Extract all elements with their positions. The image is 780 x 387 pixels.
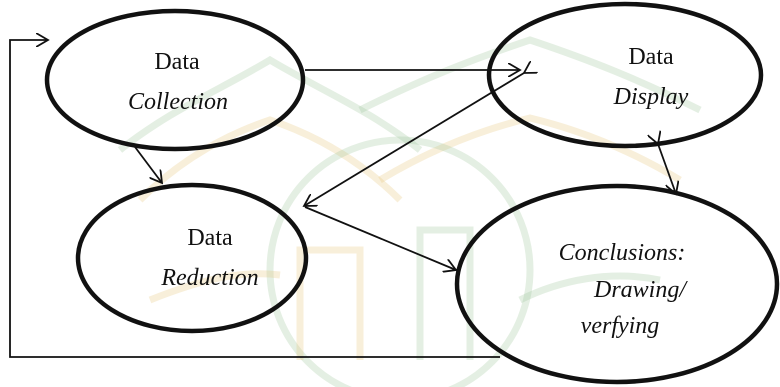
arrow-display-reduction xyxy=(304,73,524,206)
node-data-display xyxy=(486,1,764,149)
reduction-line2: Reduction xyxy=(160,265,258,291)
conclusions-line1: Conclusions: xyxy=(559,240,686,266)
collection-line1: Data xyxy=(154,49,200,75)
conclusions-line3: verfying xyxy=(581,313,660,339)
arrow-collection-to-reduction xyxy=(134,146,162,183)
node-data-reduction xyxy=(75,182,309,334)
arrow-display-conclusions xyxy=(658,144,676,194)
arrow-reduction-to-conclusions xyxy=(304,206,456,270)
node-conclusions xyxy=(454,183,780,385)
collection-line2: Collection xyxy=(128,89,228,115)
display-line2: Display xyxy=(613,84,689,110)
reduction-line1: Data xyxy=(187,225,233,251)
conclusions-line2: Drawing/ xyxy=(593,277,688,303)
display-line1: Data xyxy=(628,44,674,70)
node-data-collection xyxy=(44,8,306,152)
feedback-loop-line xyxy=(9,40,500,358)
